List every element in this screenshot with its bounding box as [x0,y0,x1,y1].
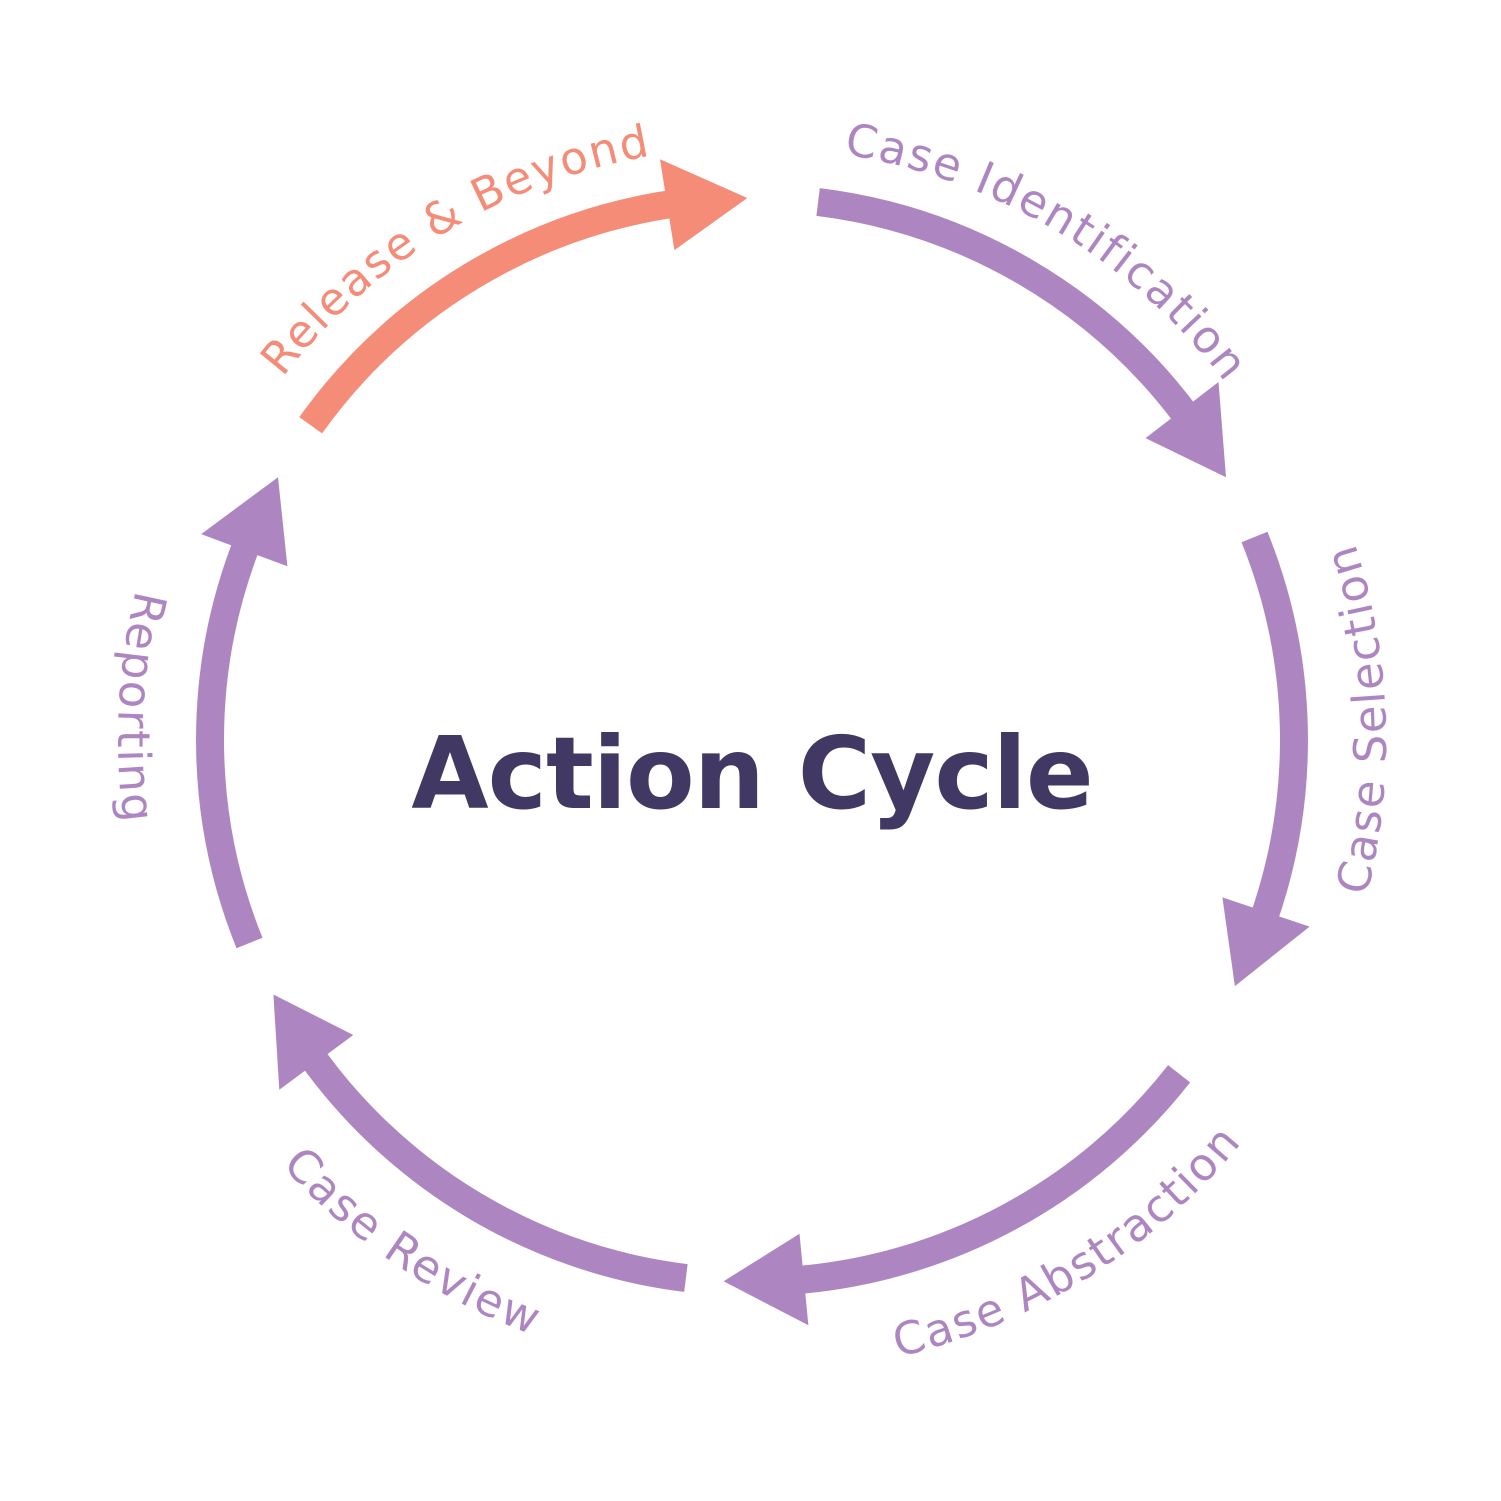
cycle-title: Action Cycle [411,715,1092,832]
arrow-head [1222,897,1310,987]
arrow-head [1145,382,1226,478]
arrow-head [273,994,354,1090]
step-label: Release & Beyond [250,114,655,384]
arrow-arc [299,189,679,434]
segment-case-selection: Case Selection [1222,531,1397,987]
arrow-arc [793,1065,1191,1295]
arrow-arc [1241,531,1308,926]
step-label: Case Identification [842,113,1260,391]
label-path [159,147,1039,750]
arrow-head [660,159,748,251]
arrow-arc [299,1046,688,1292]
arrow-arc [816,188,1199,426]
step-label: Reporting [107,587,177,826]
step-label: Case Selection [1314,538,1397,899]
arrow-arc [196,536,263,949]
arrow-head [723,1233,809,1326]
arrow-head [201,477,288,567]
